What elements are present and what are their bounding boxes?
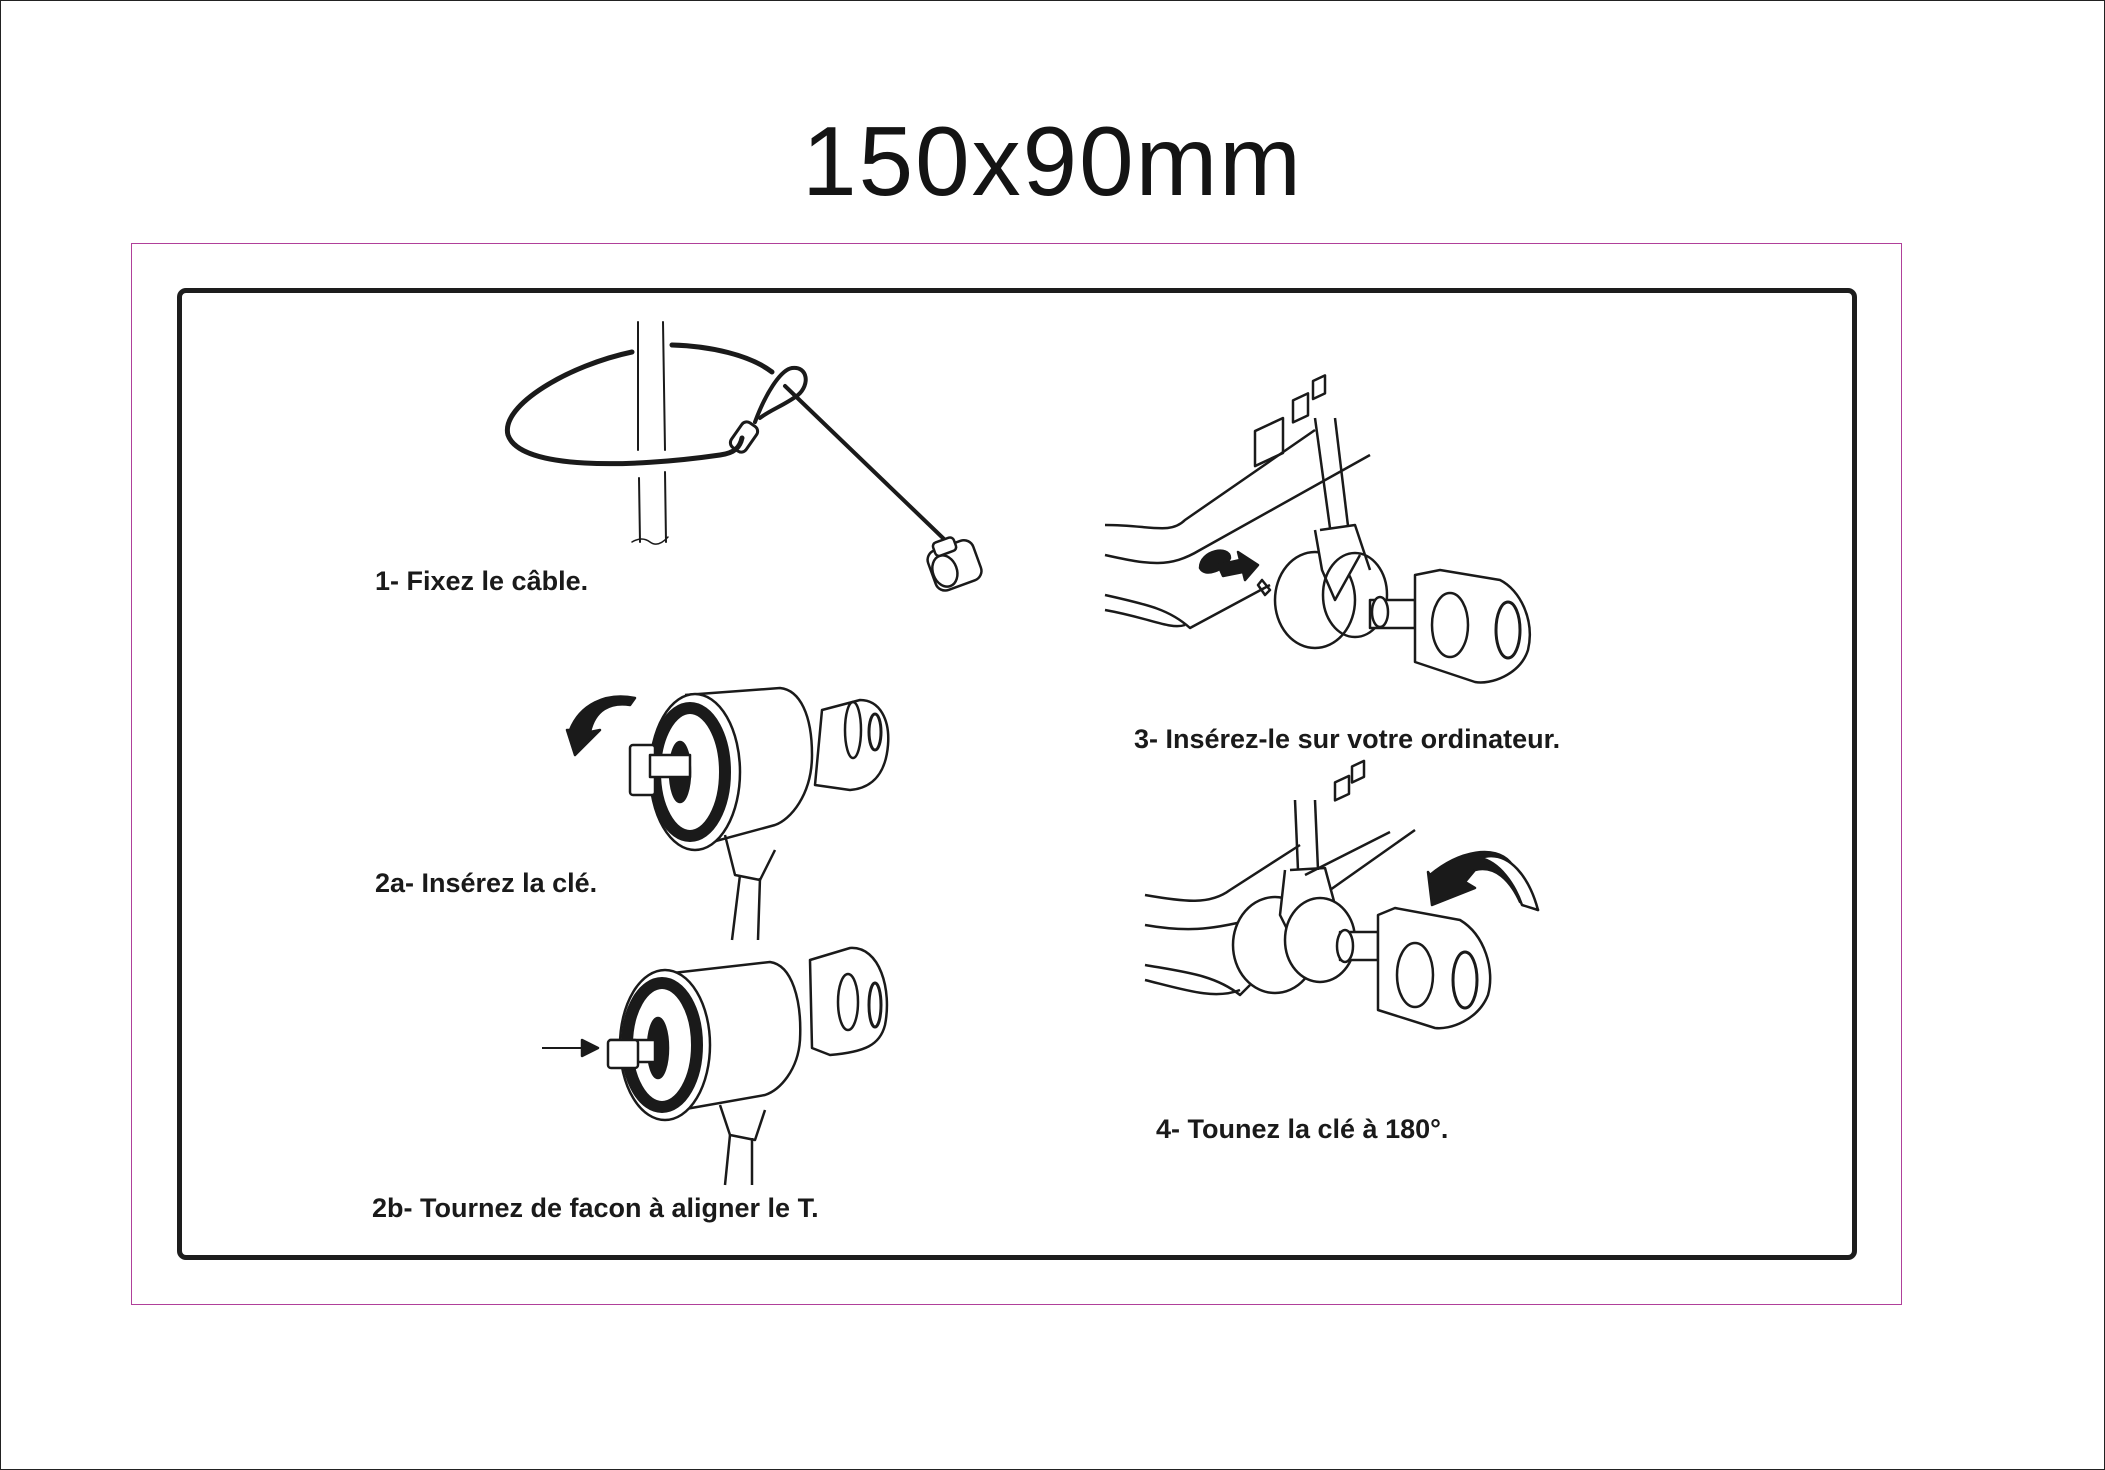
- step-2b-label: 2b- Tournez de facon à aligner le T.: [372, 1193, 819, 1223]
- step-4-label: 4- Tounez la clé à 180°.: [1156, 1114, 1449, 1144]
- lock-with-key-rotate-icon: [550, 660, 910, 940]
- page-title: 150x90mm: [802, 106, 1303, 216]
- step-2a-label: 2a- Insérez la clé.: [375, 868, 598, 898]
- lock-insert-laptop-slot-icon: [1090, 400, 1570, 700]
- lock-t-bar-aligned-icon: [530, 930, 910, 1190]
- instruction-card: [177, 288, 1857, 1260]
- trim-frame: [131, 243, 1902, 1305]
- step-1-label: 1- Fixez le câble.: [375, 566, 589, 596]
- key-turn-180-icon: [1130, 790, 1570, 1040]
- cable-loop-around-post-icon: [480, 310, 1040, 610]
- step-3-label: 3- Insérez-le sur votre ordinateur.: [1134, 724, 1561, 754]
